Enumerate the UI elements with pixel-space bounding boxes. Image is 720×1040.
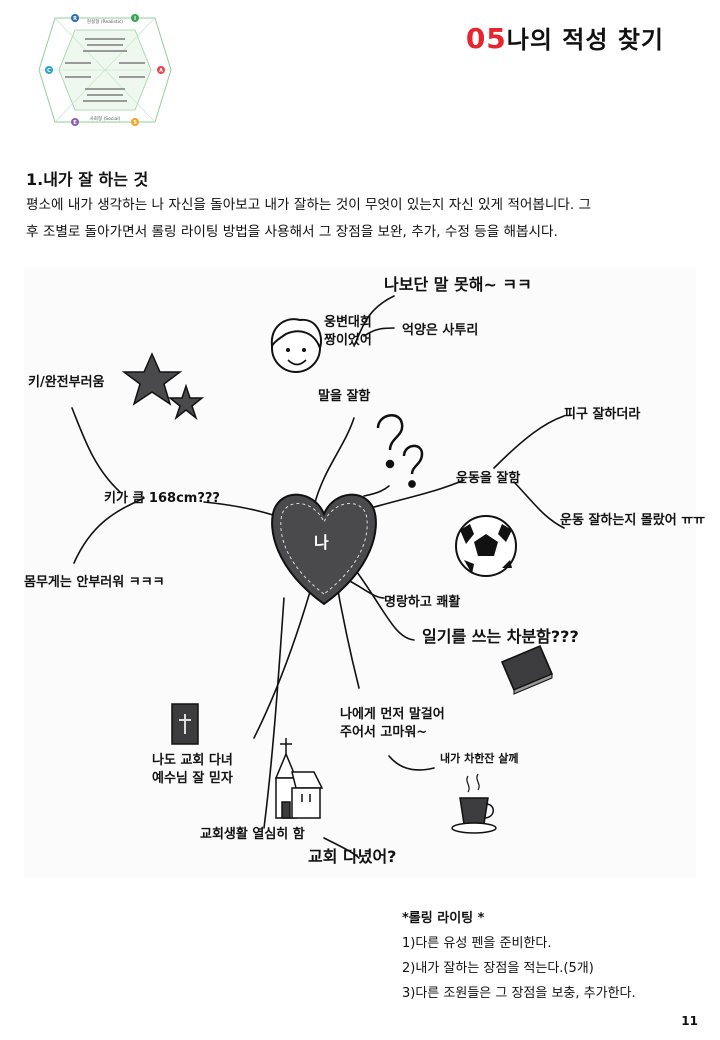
svg-text:C: C xyxy=(47,68,51,74)
svg-text:S: S xyxy=(133,120,137,126)
node-church-too: 나도 교회 다녀 예수님 잘 믿자 xyxy=(152,753,233,786)
node-diary: 일기를 쓰는 차분함??? xyxy=(422,627,579,646)
section-title: 1.내가 잘 하는 것 xyxy=(26,170,149,189)
bible-icon xyxy=(171,703,199,745)
node-accent: 억양은 사투리 xyxy=(402,323,479,338)
rolling-step: 1)다른 유성 펜을 준비한다. xyxy=(402,936,552,951)
holland-hexagon-diagram: 현실형 (Realistic) 사회형 (Social) R I A S E C xyxy=(38,14,172,126)
node-church-question: 교회 다녔어? xyxy=(308,847,397,866)
mindmap: 나 나보단 말 못해~ ㅋㅋ 웅변대회 짱이었어 억양은 사투리 말을 잘함 키… xyxy=(24,268,705,878)
chapter-title: 나의 적성 찾기 xyxy=(506,26,664,54)
page-number: 11 xyxy=(681,1014,698,1028)
rolling-writing-box: *롤링 라이팅 * 1)다른 유성 펜을 준비한다. 2)내가 잘하는 장점을 … xyxy=(402,906,636,1006)
face-icon xyxy=(270,318,322,373)
node-talk-fast: 나보단 말 못해~ ㅋㅋ xyxy=(384,275,532,294)
section-description: 평소에 내가 생각하는 나 자신을 돌아보고 내가 잘하는 것이 무엇이 있는지… xyxy=(26,192,696,246)
rolling-step: 3)다른 조원들은 그 장점을 보충, 추가한다. xyxy=(402,986,636,1001)
church-icon xyxy=(274,738,324,819)
mindmap-drawing xyxy=(71,295,565,859)
node-church-life: 교회생활 열심히 함 xyxy=(200,827,305,842)
node-speaking: 말을 잘함 xyxy=(318,389,371,404)
node-tall: 키가 큼 168cm??? xyxy=(104,491,220,506)
heart-center-shape xyxy=(271,493,377,606)
rolling-writing-title: *롤링 라이팅 * xyxy=(402,911,485,926)
page-title: 05나의 적성 찾기 xyxy=(466,20,664,55)
coffee-cup-icon xyxy=(451,773,497,834)
hexagon-bottom-label: 사회형 (Social) xyxy=(90,115,121,122)
node-talk-first: 나에게 먼저 말걸어 주어서 고마워~ xyxy=(340,707,445,740)
node-sports-unknown: 운동 잘하는지 몰랐어 ㅠㅠ xyxy=(560,513,706,528)
svg-text:E: E xyxy=(73,120,77,126)
hexagon-top-label: 현실형 (Realistic) xyxy=(87,18,123,25)
diary-book-icon xyxy=(500,644,554,695)
node-weight-envy: 몸무게는 안부러워 ㅋㅋㅋ xyxy=(24,575,165,590)
chapter-number: 05 xyxy=(465,22,507,55)
stars-icon xyxy=(121,352,205,421)
svg-text:A: A xyxy=(159,68,163,74)
rolling-step: 2)내가 잘하는 장점을 적는다.(5개) xyxy=(402,961,594,976)
node-sports: 운동을 잘함 xyxy=(456,471,521,486)
node-height-envy: 키/완전부러움 xyxy=(28,375,105,390)
description-line: 평소에 내가 생각하는 나 자신을 돌아보고 내가 잘하는 것이 무엇이 있는지… xyxy=(26,197,592,213)
node-coffee: 내가 차한잔 살께 xyxy=(440,752,519,765)
svg-text:I: I xyxy=(134,16,136,22)
description-line: 후 조별로 돌아가면서 롤링 라이팅 방법을 사용해서 그 장점을 보완, 추가… xyxy=(26,224,558,240)
node-speech-contest: 웅변대회 짱이었어 xyxy=(324,315,372,348)
question-marks-icon xyxy=(376,414,424,488)
node-bright: 명랑하고 쾌활 xyxy=(384,595,461,610)
svg-text:R: R xyxy=(73,16,77,22)
node-dodgeball: 피구 잘하더라 xyxy=(564,407,641,422)
soccer-ball-icon xyxy=(455,515,517,577)
mindmap-center-label: 나 xyxy=(314,533,329,552)
